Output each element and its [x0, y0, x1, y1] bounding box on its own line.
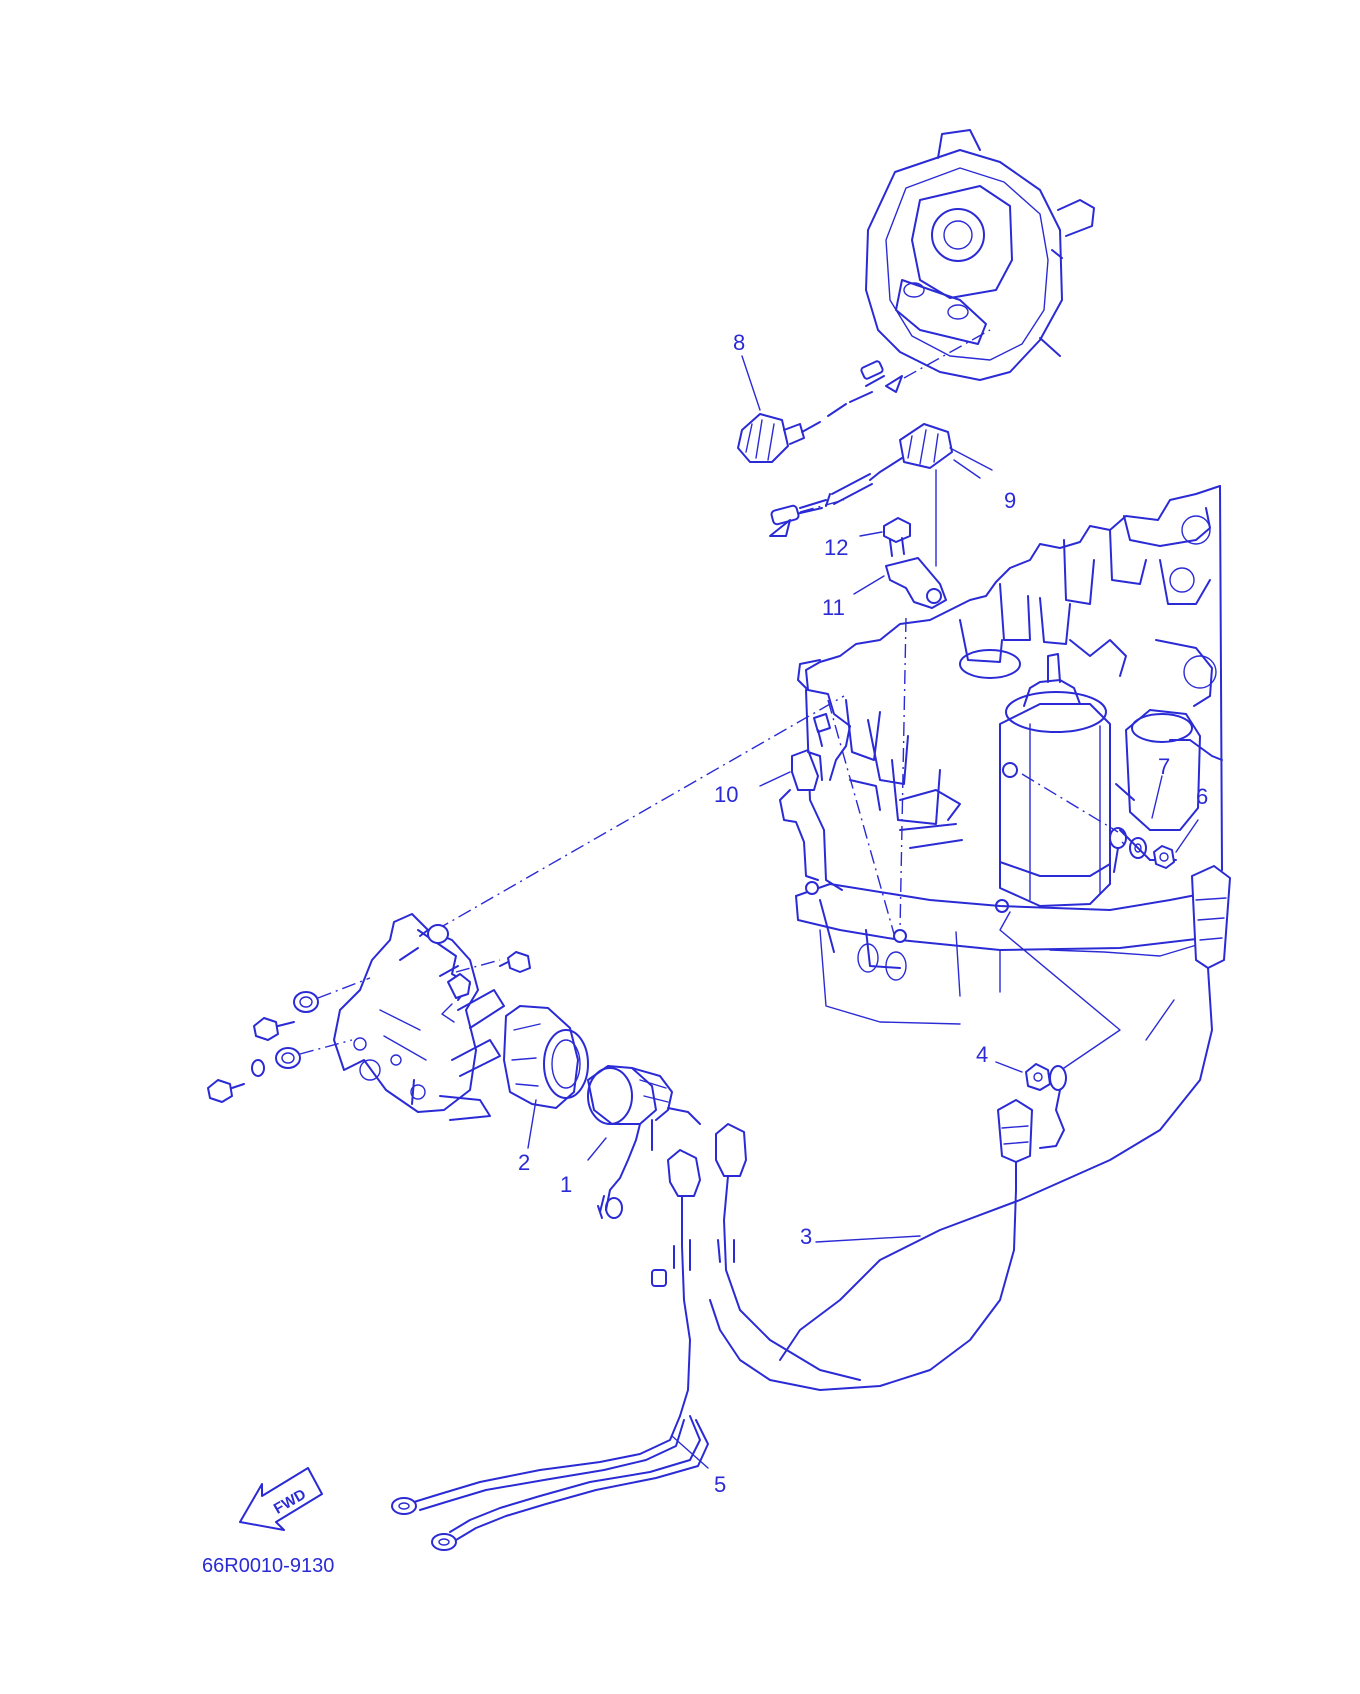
- cover-gasket: [865, 129, 1095, 381]
- part-8-sensor: [737, 329, 991, 463]
- part-9-sensor: [769, 423, 993, 567]
- label-part-8: 8: [733, 330, 745, 355]
- part-4-nut: [995, 1061, 1051, 1091]
- guide-lines: [435, 695, 1125, 931]
- bolt-left-1: [253, 977, 371, 1041]
- label-part-4: 4: [976, 1042, 988, 1067]
- cable-boot-right: [779, 865, 1231, 1361]
- label-part-5: 5: [714, 1472, 726, 1497]
- ground-lead-terminal: [999, 911, 1121, 1149]
- drawing-code: 66R0010-9130: [202, 1555, 334, 1577]
- cable-boot-2: [715, 1123, 861, 1381]
- grommet-left-1: [293, 991, 319, 1013]
- grommet-upper: [419, 924, 449, 944]
- part-10-bracket: [759, 713, 831, 881]
- label-part-7: 7: [1158, 754, 1170, 779]
- label-part-6: 6: [1196, 784, 1208, 809]
- part-11-clamp: [853, 557, 947, 609]
- part-12-screw: [859, 517, 911, 557]
- bolt-left-2: [207, 1039, 353, 1103]
- engine-block: [795, 485, 1223, 1025]
- label-part-2: 2: [518, 1150, 530, 1175]
- part-2-cover: [503, 1005, 589, 1149]
- bolt-upper-right: [455, 951, 531, 973]
- cable-boot-1: [651, 1149, 701, 1417]
- label-part-10: 10: [714, 782, 738, 807]
- part-7-washer: [1129, 775, 1163, 859]
- part-5-battery-cables: [391, 1415, 709, 1551]
- grommet-left-2: [251, 1047, 301, 1077]
- cable-boot-middle: [709, 1099, 1033, 1391]
- label-part-3: 3: [800, 1224, 812, 1249]
- label-part-1: 1: [560, 1172, 572, 1197]
- part-1-relay: [587, 1065, 701, 1219]
- part-labels: 8 9 12 11 10 7 6 4 2 1 3 5: [518, 330, 1208, 1497]
- leader-lines: [671, 355, 1175, 1469]
- ring-terminal-upper: [1021, 773, 1127, 873]
- label-part-11: 11: [822, 595, 845, 620]
- mounting-bracket: [333, 913, 505, 1121]
- label-part-9: 9: [1004, 488, 1016, 513]
- part-6-nut: [1153, 819, 1199, 869]
- label-part-12: 12: [824, 535, 848, 560]
- fwd-arrow: FWD: [239, 1467, 323, 1531]
